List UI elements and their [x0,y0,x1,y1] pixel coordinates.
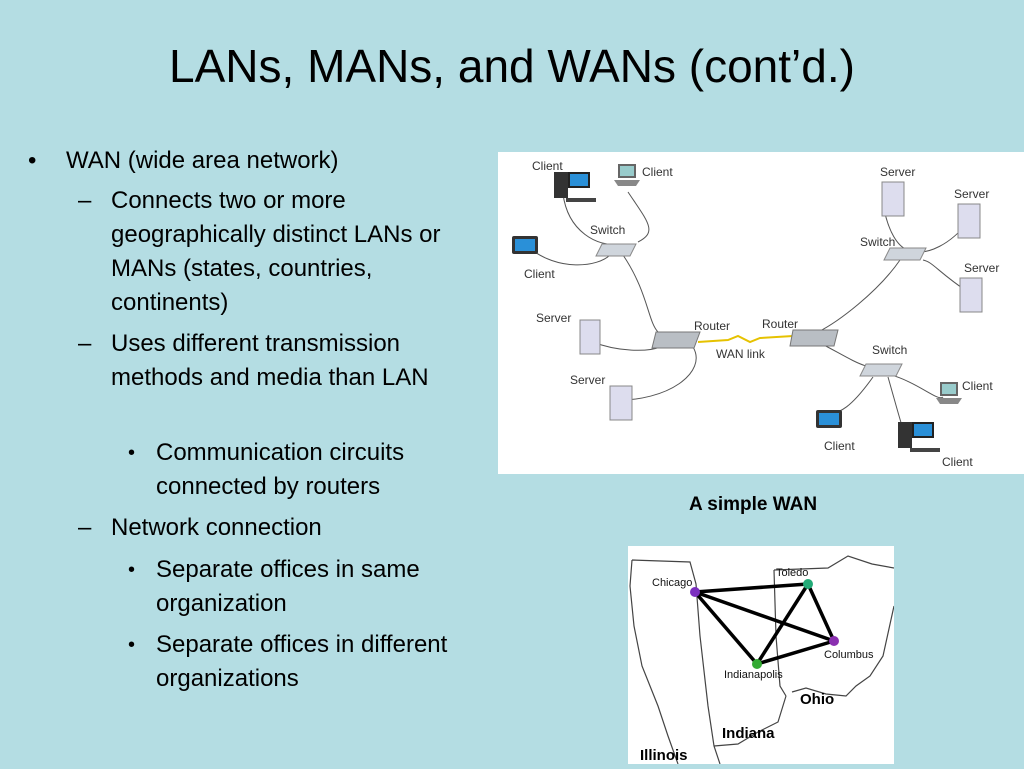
switch-icon [883,247,927,261]
label-router: Router [762,317,798,331]
bullet-same-org: • Separate offices in same organization [128,553,468,621]
bullet-dot: • [128,559,136,581]
label-server: Server [570,373,605,387]
bullet-network-connection: – Network connection [78,511,468,545]
bullet-text: Communication circuits connected by rout… [156,439,405,500]
server-icon [881,181,905,217]
indiana-bottom [713,695,787,747]
slide-title: LANs, MANs, and WANs (cont’d.) [169,40,855,92]
label-client: Client [962,379,993,393]
label-server: Server [880,165,915,179]
bullet-dash: – [78,187,92,214]
bullet-text: Separate offices in different organizati… [156,631,448,692]
switch-icon [595,243,637,257]
city-label-toledo: Toledo [776,567,808,579]
label-router: Router [694,319,730,333]
columbus-node [829,636,839,646]
server-icon [959,277,983,313]
bullet-text: Network connection [111,514,322,541]
indiana-ohio-border [773,569,787,697]
label-client: Client [642,165,673,179]
desktop-icon [898,422,940,452]
label-client: Client [942,455,973,469]
city-label-columbus: Columbus [824,649,874,661]
tablet-icon [512,236,538,254]
bullet-dot: • [128,442,136,464]
switch-icon [859,363,903,377]
city-label-chicago: Chicago [652,577,692,589]
laptop-icon [614,164,640,186]
city-label-indianapolis: Indianapolis [724,669,783,681]
laptop-icon [936,382,962,404]
state-label-indiana: Indiana [722,725,775,742]
wan-link-line [697,334,794,344]
label-server: Server [964,261,999,275]
bullet-text: WAN (wide area network) [66,147,339,174]
indianapolis-node [752,659,762,669]
figure-caption: A simple WAN [688,494,818,515]
ohio-outline [773,555,895,697]
state-label-ohio: Ohio [800,691,834,708]
state-label-illinois: Illinois [640,747,688,764]
label-switch: Switch [872,343,907,357]
label-switch: Switch [590,223,625,237]
bullet-dash: – [78,514,92,541]
label-server: Server [954,187,989,201]
chicago-node [690,587,700,597]
toledo-node [803,579,813,589]
bullet-dot: • [28,147,37,174]
label-client: Client [524,267,555,281]
midwest-map: Chicago Toledo Columbus Indianapolis Ohi… [628,546,895,765]
bullet-dot: • [128,634,136,656]
bullet-text: Separate offices in same organization [156,556,420,617]
bullet-dash: – [78,330,92,357]
wan-diagram: Client Client Client Switch Server Serve… [498,152,1024,474]
label-client: Client [532,159,563,173]
label-switch: Switch [860,235,895,249]
bullet-text: Uses different transmission methods and … [111,330,429,391]
router-icon [789,329,839,347]
bullet-text: Connects two or more geographically dist… [111,187,441,316]
bullet-circuits: • Communication circuits connected by ro… [128,436,468,504]
label-server: Server [536,311,571,325]
server-icon [579,319,601,355]
bullet-transmission: – Uses different transmission methods an… [78,327,468,395]
desktop-icon [554,172,596,202]
server-icon [609,385,633,421]
router-icon [651,331,701,349]
bullet-different-org: • Separate offices in different organiza… [128,628,468,696]
label-wan-link: WAN link [716,347,766,361]
bullet-wan: • WAN (wide area network) [28,144,339,178]
bullet-connects: – Connects two or more geographically di… [78,184,468,320]
label-client: Client [824,439,855,453]
tablet-icon [816,410,842,428]
server-icon [957,203,981,239]
